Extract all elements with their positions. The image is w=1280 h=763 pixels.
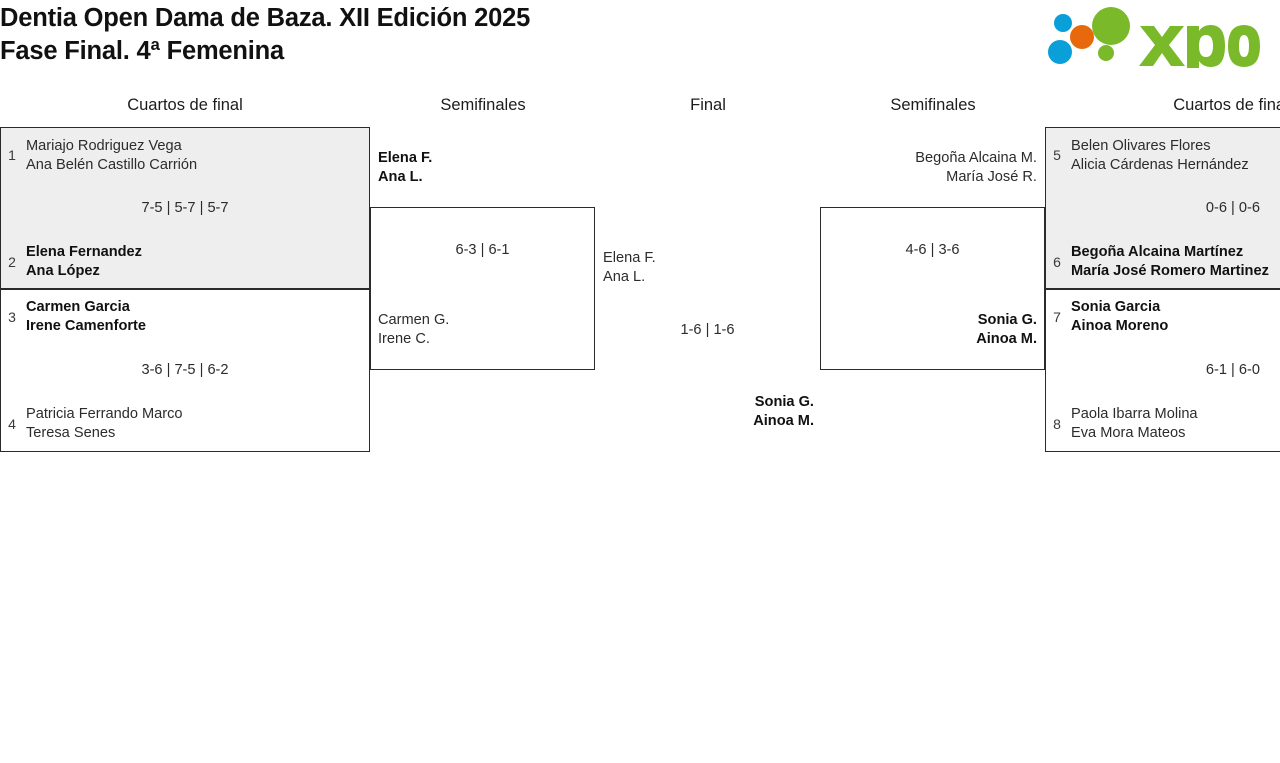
team-entry: Paola Ibarra Molina Eva Mora Mateos: [1071, 406, 1198, 441]
seed-number: 7: [1053, 309, 1061, 325]
team-entry: Begoña Alcaina Martínez María José Romer…: [1071, 244, 1269, 279]
column-header-qf-right: Cuartos de final: [1173, 96, 1280, 114]
column-header-final: Final: [690, 96, 726, 114]
column-header-sf-left: Semifinales: [440, 96, 526, 114]
match-score: 6-3 | 6-1: [455, 242, 510, 258]
match-score: 4-6 | 3-6: [905, 242, 960, 258]
seed-number: 1: [8, 147, 16, 163]
match-score: 7-5 | 5-7 | 5-7: [141, 200, 229, 216]
match-box-qf-right-1[interactable]: [1045, 127, 1280, 289]
match-box-qf-right-2[interactable]: [1045, 289, 1280, 452]
page-header: Dentia Open Dama de Baza. XII Edición 20…: [0, 0, 1280, 78]
match-score: 3-6 | 7-5 | 6-2: [141, 362, 229, 378]
team-entry: Elena F. Ana L.: [378, 150, 433, 185]
team-entry: Carmen G. Irene C.: [378, 312, 450, 347]
team-entry: Begoña Alcaina M. María José R.: [915, 150, 1037, 185]
team-entry: Mariajo Rodriguez Vega Ana Belén Castill…: [26, 138, 198, 173]
column-header-qf-left: Cuartos de final: [127, 96, 243, 114]
team-entry: Sonia Garcia Ainoa Moreno: [1071, 299, 1169, 334]
match-box-qf-left-1[interactable]: [0, 127, 370, 289]
seed-number: 5: [1053, 147, 1061, 163]
xporty-logo[interactable]: [1044, 6, 1272, 68]
match-box-sf-right[interactable]: [820, 207, 1045, 370]
seed-number: 3: [8, 309, 16, 325]
team-entry-champion: Sonia G. Ainoa M.: [753, 394, 814, 429]
match-score: 0-6 | 0-6: [1205, 200, 1260, 216]
seed-number: 6: [1053, 254, 1061, 270]
column-header-sf-right: Semifinales: [890, 96, 976, 114]
seed-number: 4: [8, 416, 16, 432]
match-box-qf-left-2[interactable]: [0, 289, 370, 452]
page-title: Dentia Open Dama de Baza. XII Edición 20…: [0, 2, 530, 68]
match-score: 6-1 | 6-0: [1205, 362, 1260, 378]
team-entry: Belen Olivares Flores Alicia Cárdenas He…: [1071, 138, 1249, 173]
match-box-sf-left[interactable]: [370, 207, 595, 370]
team-entry: Carmen Garcia Irene Camenforte: [26, 299, 147, 334]
final-score: 1-6 | 1-6: [680, 322, 735, 338]
seed-number: 8: [1053, 416, 1061, 432]
title-line-2: Fase Final. 4ª Femenina: [0, 37, 285, 65]
team-entry: Elena Fernandez Ana López: [26, 244, 142, 279]
team-entry: Sonia G. Ainoa M.: [976, 312, 1037, 347]
seed-number: 2: [8, 254, 16, 270]
team-entry: Patricia Ferrando Marco Teresa Senes: [26, 406, 183, 441]
team-entry-finalist-left: Elena F. Ana L.: [603, 250, 656, 285]
title-line-1: Dentia Open Dama de Baza. XII Edición 20…: [0, 4, 531, 32]
